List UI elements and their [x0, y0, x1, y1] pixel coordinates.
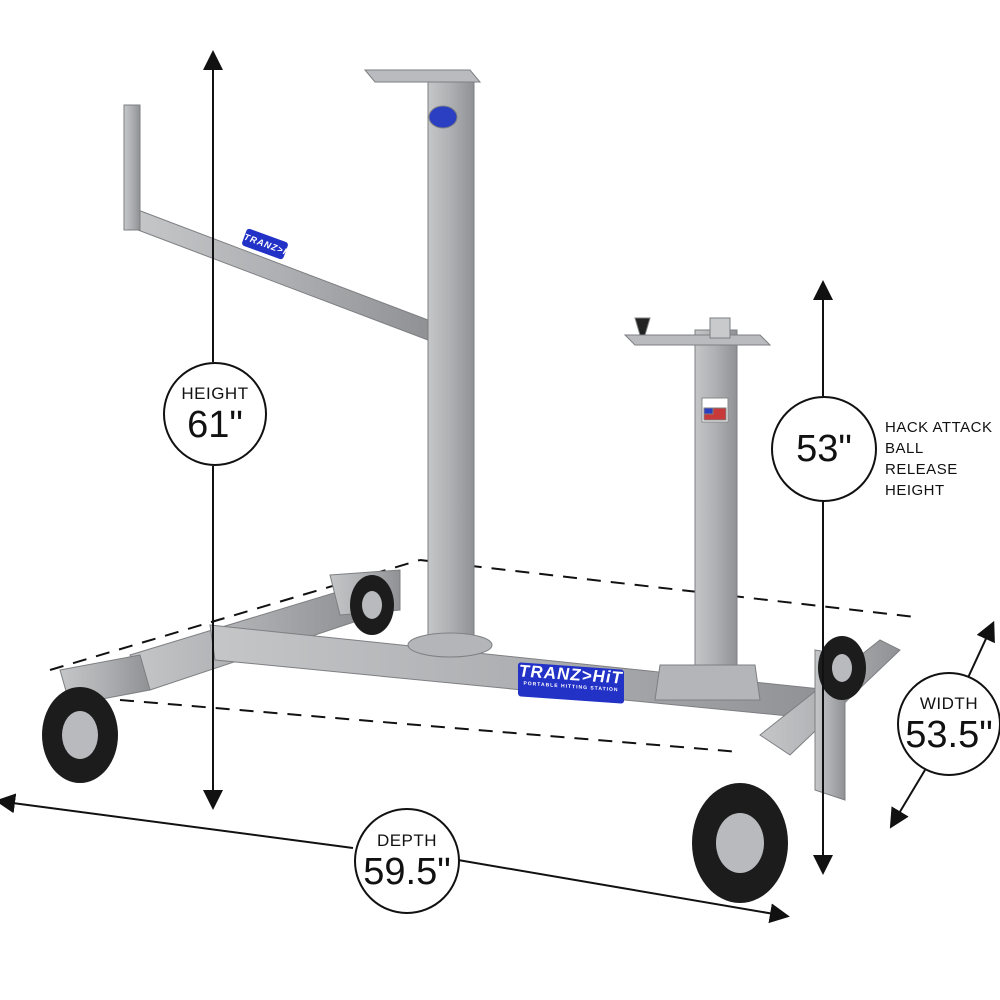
frame-base — [59, 569, 901, 801]
width-dimension: WIDTH 53.5" — [897, 672, 1000, 776]
release-height-dimension: 53" — [771, 396, 877, 502]
caster-wheels — [42, 575, 866, 903]
release-height-note: HACK ATTACK BALL RELEASE HEIGHT — [885, 419, 993, 499]
depth-dimension: DEPTH 59.5" — [354, 808, 460, 914]
brand-logo-icon — [428, 105, 458, 129]
short-post — [623, 317, 772, 701]
height-dimension: HEIGHT 61" — [163, 362, 267, 466]
swing-arm — [123, 104, 429, 341]
tall-post — [363, 69, 493, 658]
dimension-lines — [0, 50, 995, 924]
